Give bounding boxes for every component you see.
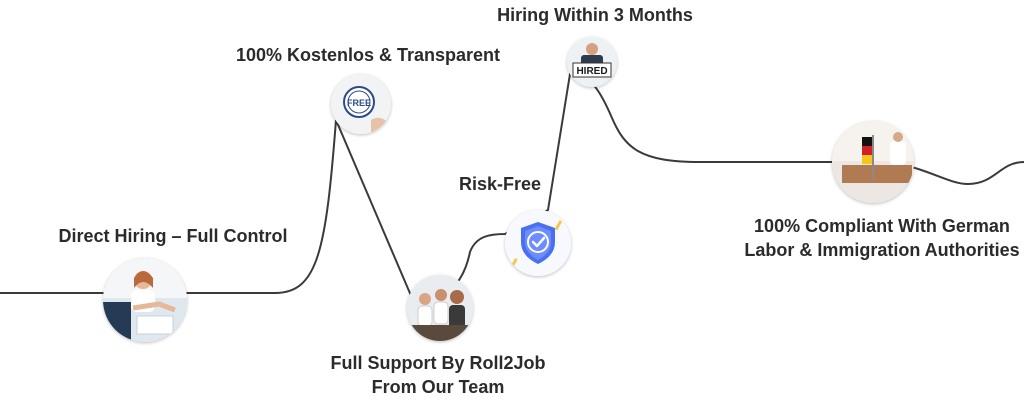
support-team-photo-icon [407, 275, 473, 341]
step-label-compliant-line-2: Labor & Immigration Authorities [744, 240, 1020, 260]
step-label-risk-free: Risk-Free [458, 174, 542, 194]
step-label-compliant-line-1: 100% Compliant With German [754, 216, 1010, 236]
step-label-free: 100% Kostenlos & Transparent [235, 45, 501, 65]
handshake-photo-icon [103, 258, 187, 342]
step-label-hiring-3-months: Hiring Within 3 Months [497, 5, 693, 25]
hired-sign-text: HIRED [576, 66, 607, 77]
step-label-full-support-line-1: Full Support By Roll2Job [330, 353, 546, 373]
free-stamp-text: FREE [347, 98, 371, 108]
step-label-full-support: Full Support By Roll2Job From Our Team [318, 351, 558, 399]
shield-check-icon [505, 210, 571, 276]
free-stamp-photo-icon: FREE [331, 74, 391, 134]
hired-sign-photo-icon: HIRED [567, 37, 617, 87]
german-flag-photo-icon [832, 121, 914, 203]
step-label-full-support-line-2: From Our Team [371, 377, 505, 397]
step-label-direct-hiring: Direct Hiring – Full Control [58, 226, 288, 246]
step-label-compliant: 100% Compliant With German Labor & Immig… [740, 214, 1024, 262]
